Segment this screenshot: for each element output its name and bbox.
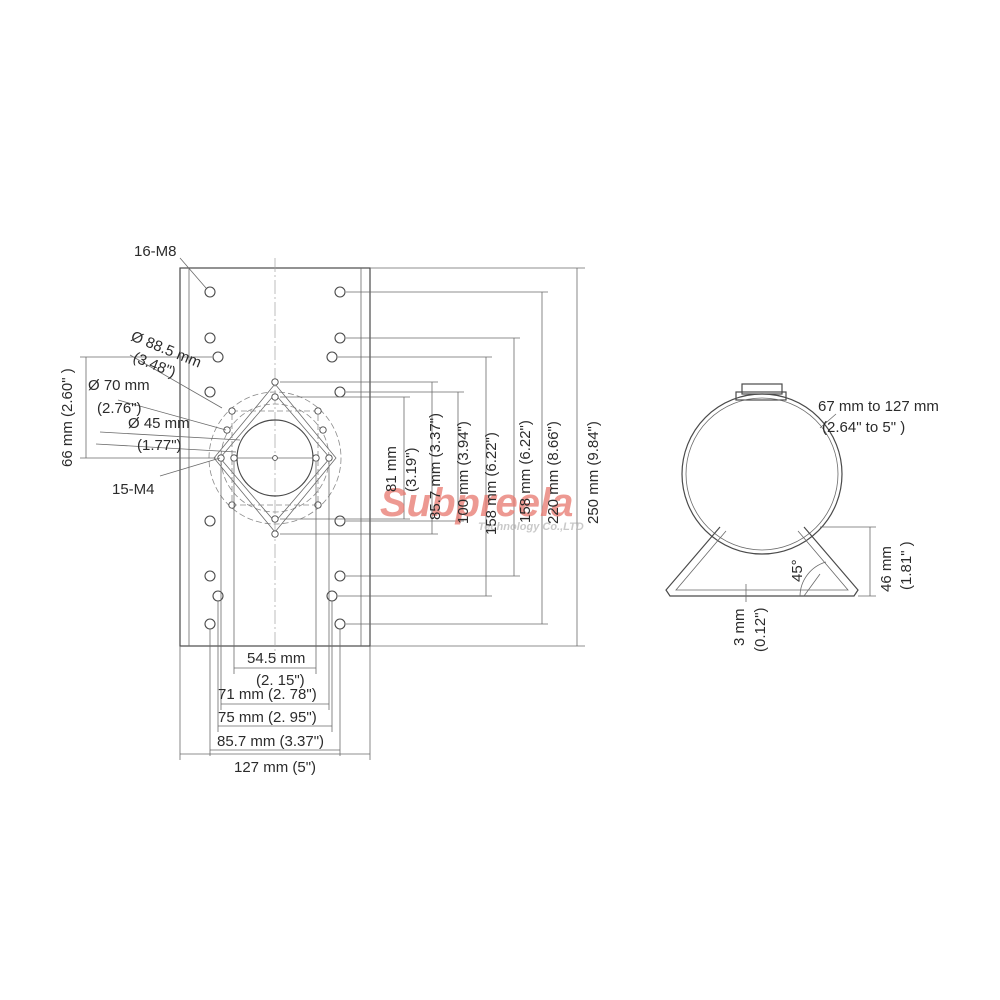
- m8-leader: [179, 257, 207, 289]
- m4-leader: [159, 457, 221, 477]
- h220-label: 220 mm (8.66"): [545, 421, 562, 524]
- dia-45-mm-label: Ø 45 mm: [128, 415, 190, 432]
- m8-hole: [204, 386, 216, 398]
- angle-ref-line: [803, 573, 821, 597]
- h46-in-label: (1.81" ): [898, 541, 915, 590]
- w127-label: 127 mm (5"): [234, 759, 316, 776]
- watermark: Subpreela Technology Co.,LTD: [380, 481, 584, 533]
- m4-hole: [312, 454, 320, 462]
- vertical-dimensions: [280, 267, 585, 647]
- clamp-buckle-base: [735, 391, 787, 401]
- h250-label: 250 mm (9.84"): [585, 421, 602, 524]
- pole-range-mm-label: 67 mm to 127 mm: [818, 398, 939, 415]
- dia-70-mm-label: Ø 70 mm: [88, 377, 150, 394]
- angle-label: 45°: [789, 559, 806, 582]
- horizontal-dimensions: [179, 462, 371, 760]
- m8-hole: [204, 286, 216, 298]
- v-bracket-outer: [665, 526, 859, 597]
- left-view-labels: 16-M8 15-M4 Ø 88.5 mm (3.48") Ø 70 mm (2…: [59, 243, 602, 776]
- m4-holes: [217, 378, 333, 538]
- w54-5-mm-label: 54.5 mm: [247, 650, 305, 667]
- m8-hole: [334, 332, 346, 344]
- w71-label: 71 mm (2. 78"): [218, 686, 317, 703]
- m4-hole: [325, 454, 333, 462]
- t3-mm-label: 3 mm: [731, 609, 748, 647]
- pole-range-leader: [819, 413, 837, 429]
- m8-hole: [204, 618, 216, 630]
- m4-hole: [228, 407, 236, 415]
- dim-66: [80, 356, 216, 459]
- m8-hole: [334, 386, 346, 398]
- m8-hole: [204, 515, 216, 527]
- m4-hole: [217, 454, 225, 462]
- watermark-tagline: Technology Co.,LTD: [478, 521, 584, 533]
- w54-5-in-label: (2. 15"): [256, 672, 305, 689]
- dia-70-leader: [117, 399, 227, 431]
- m8-hole: [334, 286, 346, 298]
- m4-hole: [223, 426, 231, 434]
- m8-hole: [334, 515, 346, 527]
- h81-in-label: (3.19"): [403, 447, 420, 492]
- m8-hole: [204, 570, 216, 582]
- right-view-labels: 67 mm to 127 mm (2.64" to 5" ) 46 mm (1.…: [731, 398, 939, 652]
- m8-hole: [212, 351, 224, 363]
- h100-label: 100 mm (3.94"): [455, 421, 472, 524]
- pole-outer: [681, 393, 843, 555]
- w75-label: 75 mm (2. 95"): [218, 709, 317, 726]
- w85-7-label: 85.7 mm (3.37"): [217, 733, 324, 750]
- pole-range-in-label: (2.64" to 5" ): [822, 419, 905, 436]
- m8-hole: [334, 618, 346, 630]
- dia-45-leader-2: [95, 443, 237, 453]
- dia-70-in-label: (2.76"): [97, 400, 142, 417]
- dia-45-leader: [99, 431, 241, 441]
- m4-hole: [271, 393, 279, 401]
- m8-hole: [334, 570, 346, 582]
- m4-hole: [314, 407, 322, 415]
- h158b-label: 158 mm (6.22"): [517, 420, 534, 523]
- watermark-brand: Subpreela: [380, 481, 573, 525]
- t3-in-label: (0.12"): [752, 607, 769, 652]
- m8-hole: [326, 590, 338, 602]
- pole-clamp-side-view: [665, 383, 876, 602]
- m4-hole: [230, 454, 238, 462]
- m4-label: 15-M4: [112, 481, 155, 498]
- dia-45-in-label: (1.77"): [137, 437, 182, 454]
- h46-mm-label: 46 mm: [878, 546, 895, 592]
- m8-holes: [204, 286, 346, 630]
- m8-hole: [326, 351, 338, 363]
- h81-mm-label: 81 mm: [383, 446, 400, 492]
- m8-hole: [212, 590, 224, 602]
- h85-7-label: 85.7 mm (3.37"): [427, 413, 444, 520]
- m8-label: 16-M8: [134, 243, 177, 260]
- m4-hole: [271, 515, 279, 523]
- m4-hole: [319, 426, 327, 434]
- m4-hole: [272, 455, 278, 461]
- v-bracket-inner: [675, 530, 849, 591]
- mounting-plate-front-view: [95, 257, 371, 660]
- dia-88-leader: [129, 354, 223, 409]
- angle-arc: [799, 561, 827, 597]
- m8-hole: [204, 332, 216, 344]
- m4-hole: [271, 378, 279, 386]
- h158a-label: 158 mm (6.22"): [483, 432, 500, 535]
- pole-inner: [685, 397, 839, 551]
- h66-label: 66 mm (2.60" ): [59, 368, 76, 467]
- m4-hole: [271, 530, 279, 538]
